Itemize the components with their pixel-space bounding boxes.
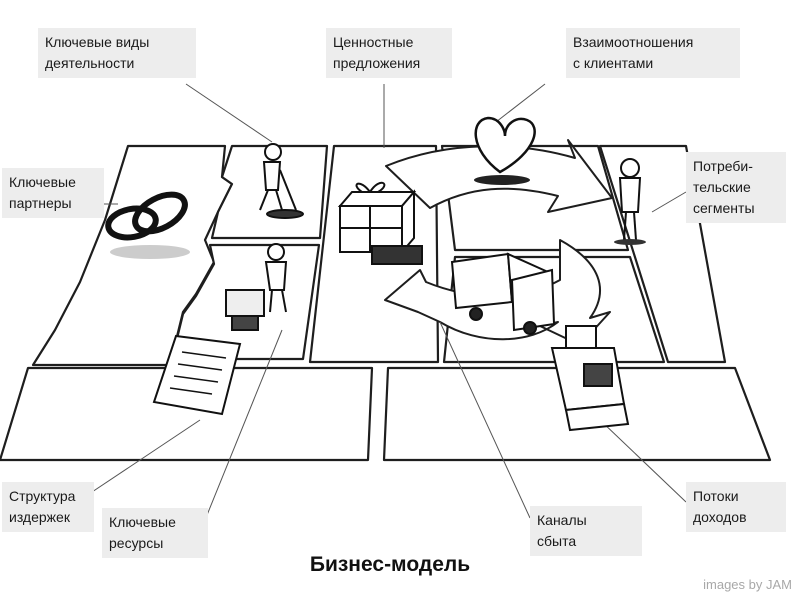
- leader-line-key-activities: [185, 83, 273, 143]
- leader-line-revenue-streams: [599, 419, 687, 503]
- cash-register-icon: [550, 325, 630, 432]
- label-customer-segments: Потреби- тельские сегменты: [686, 152, 786, 223]
- rings-icon: [105, 191, 190, 259]
- leader-line-key-resources: [204, 329, 283, 521]
- label-value-propositions: Ценностные предложения: [326, 28, 452, 78]
- label-customer-relationships: Взаимоотношения с клиентами: [566, 28, 740, 78]
- invoice-icon: [152, 334, 242, 416]
- leader-line-customer-segments: [651, 191, 687, 213]
- digging-person-icon: [259, 143, 304, 219]
- label-cost-structure: Структура издержек: [2, 482, 94, 532]
- leader-line-cost-structure: [79, 419, 201, 501]
- label-revenue-streams: Потоки доходов: [686, 482, 786, 532]
- label-key-activities: Ключевые виды деятельности: [38, 28, 196, 78]
- gift-box-icon: [337, 181, 423, 265]
- label-channels: Каналы сбыта: [530, 506, 642, 556]
- diagram-title: Бизнес-модель: [309, 553, 471, 576]
- machine-worker-icon: [225, 243, 288, 331]
- image-credit: images by JAM: [703, 577, 792, 592]
- label-key-resources: Ключевые ресурсы: [102, 508, 208, 558]
- leader-line-channels: [439, 321, 531, 519]
- standing-person-icon: [614, 158, 646, 245]
- leader-line-customer-relationships: [495, 83, 546, 123]
- heart-icon: [474, 116, 536, 185]
- cost-structure-block: [0, 366, 374, 462]
- label-key-partners: Ключевые партнеры: [2, 168, 104, 218]
- truck-icon: [450, 252, 556, 335]
